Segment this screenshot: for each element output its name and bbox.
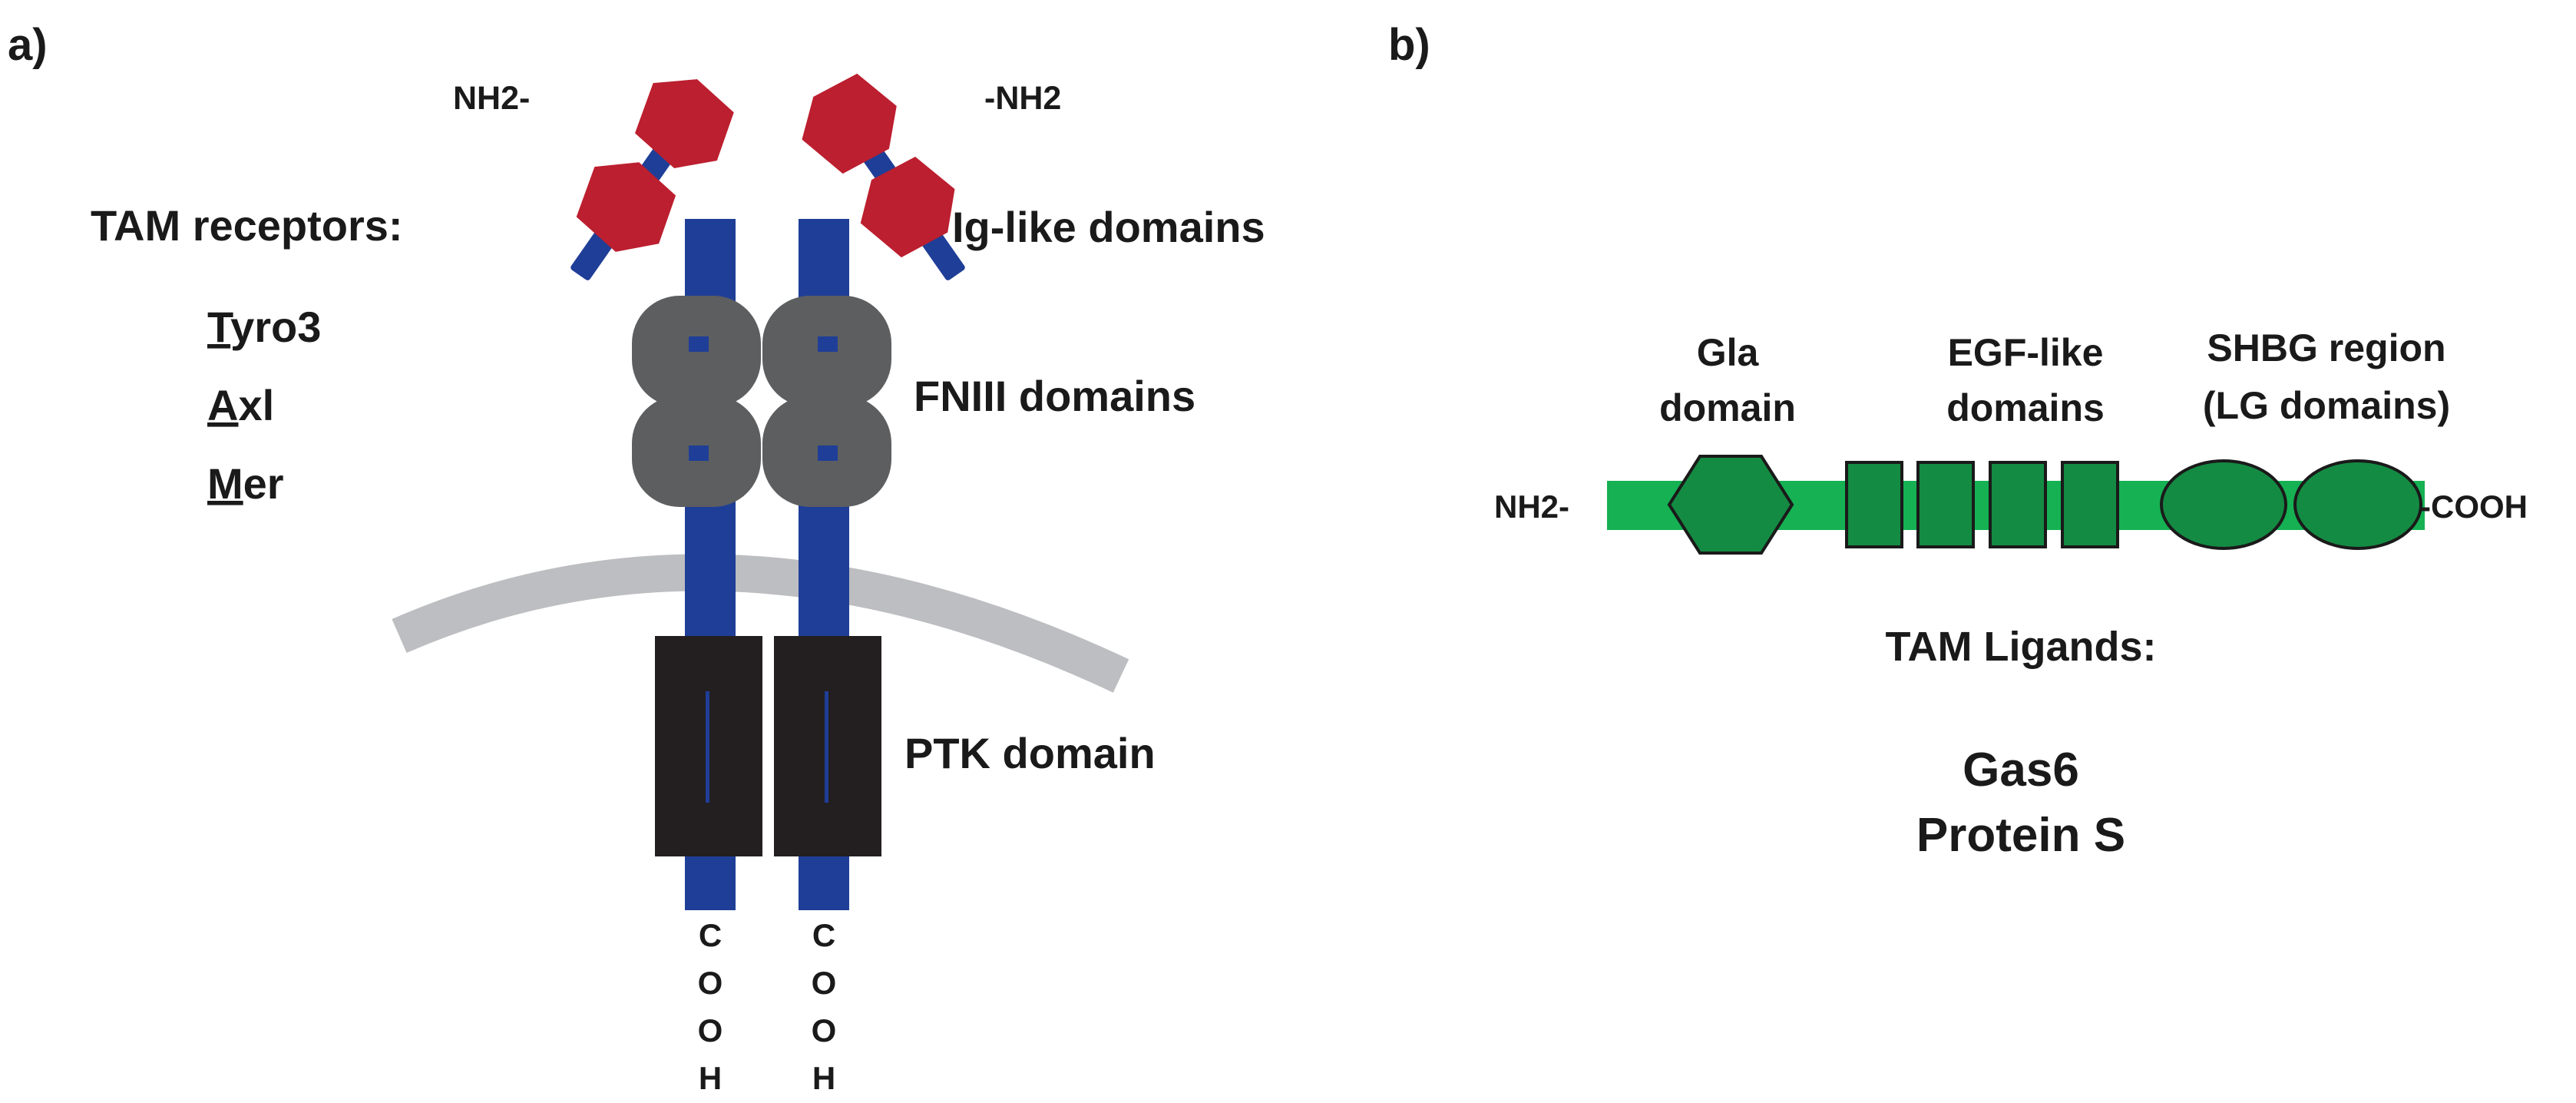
- cooh-left-letter: C: [699, 917, 722, 953]
- receptor-left-fn-domains: [632, 296, 761, 507]
- receptor-initial: M: [207, 459, 243, 508]
- egf-label-line1: EGF-like: [1948, 331, 2104, 374]
- egf-domain-box: [1989, 461, 2047, 548]
- panel-b-label: b): [1388, 20, 1430, 70]
- receptor-initial: T: [207, 303, 233, 351]
- panel-a: a): [8, 20, 1265, 1096]
- panel-a-label: a): [8, 20, 48, 70]
- ig-domains-label: Ig-like domains: [952, 203, 1265, 251]
- receptor-rest: er: [243, 459, 284, 508]
- receptor-initial: A: [207, 381, 238, 429]
- receptor-right-cooh: C O O H: [812, 917, 837, 1096]
- receptor-rest: yro3: [230, 303, 321, 351]
- egf-domain-box: [1916, 461, 1975, 548]
- gla-label-line2: domain: [1659, 386, 1796, 429]
- receptor-right-nh2: -NH2: [984, 80, 1061, 117]
- cooh-right-letter: O: [812, 1012, 837, 1048]
- lg-domain-oval: [2293, 459, 2422, 550]
- panel-b: b) Gla domain EGF-like domains SHBG regi…: [1388, 20, 2528, 862]
- tam-ligands-heading: TAM Ligands:: [1886, 624, 2157, 670]
- receptor-name-axl: Axl: [207, 381, 274, 429]
- cooh-left-letter: O: [698, 965, 723, 1001]
- egf-domain-shapes: [1845, 461, 2119, 548]
- receptor-list: Tyro3 Axl Mer: [207, 303, 321, 508]
- receptor-rest: xl: [238, 381, 274, 429]
- receptor-right-ptk-domain: [774, 636, 881, 856]
- ligand-name-gas6: Gas6: [1963, 744, 2079, 797]
- egf-domain-box: [2061, 461, 2119, 548]
- cooh-right-letter: H: [812, 1060, 835, 1096]
- receptor-name-mer: Mer: [207, 459, 284, 508]
- receptor-left-ig-domains: [570, 79, 734, 280]
- receptor-right-fn-domains: [762, 296, 891, 507]
- fn-domains-label: FNIII domains: [914, 372, 1195, 420]
- ptk-domain-label: PTK domain: [904, 729, 1156, 777]
- shbg-domain-shapes: [2160, 459, 2422, 550]
- shbg-label-line1: SHBG region: [2207, 326, 2445, 369]
- cell-membrane: [392, 554, 1129, 693]
- lg-domain-oval: [2160, 459, 2287, 550]
- receptor-left-ptk-domain: [655, 636, 762, 856]
- tam-receptors-heading: TAM receptors:: [91, 201, 403, 250]
- cooh-left-letter: H: [699, 1060, 722, 1096]
- cooh-right-letter: C: [812, 917, 835, 953]
- gla-label-line1: Gla: [1697, 331, 1760, 374]
- egf-domain-box: [1845, 461, 1903, 548]
- domain-labels: Gla domain EGF-like domains SHBG region …: [1659, 326, 2450, 429]
- receptor-right-ig-domains: [802, 73, 965, 280]
- gla-domain-shape: [1667, 455, 1794, 555]
- receptor-left-cooh: C O O H: [698, 917, 723, 1096]
- receptor-left-nh2: NH2-: [453, 80, 530, 117]
- cooh-right-letter: O: [812, 965, 837, 1001]
- shbg-label-line2: (LG domains): [2203, 384, 2450, 427]
- cooh-left-letter: O: [698, 1012, 723, 1048]
- egf-label-line2: domains: [1946, 386, 2105, 429]
- ligand-nh2: NH2-: [1494, 489, 1569, 525]
- receptor-name-tyro3: Tyro3: [207, 303, 321, 351]
- ligand-cooh: -COOH: [2420, 489, 2528, 525]
- ligand-name-protein-s: Protein S: [1916, 809, 2125, 862]
